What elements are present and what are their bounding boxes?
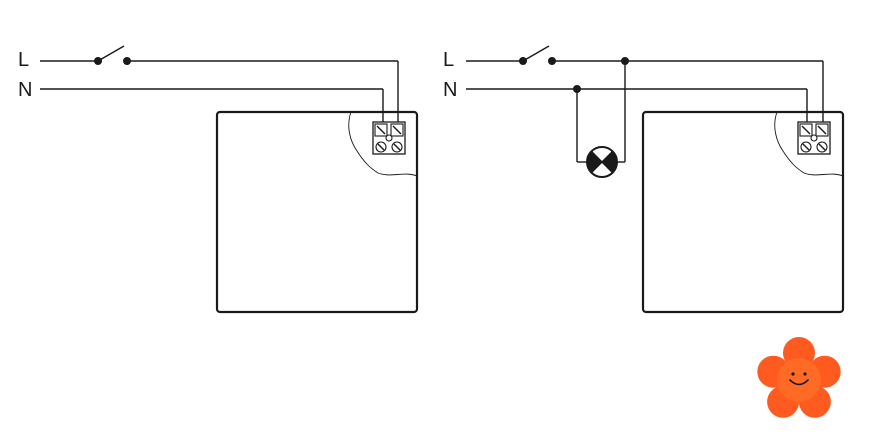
cutaway-line — [348, 111, 418, 177]
flower-mascot-icon — [757, 337, 841, 418]
terminal-block-icon — [797, 121, 831, 155]
cutaway-line — [774, 111, 844, 177]
neutral-wire — [466, 85, 808, 163]
terminal-block-icon — [372, 121, 406, 155]
wiring-diagram-1: L N — [18, 45, 419, 314]
switch-icon — [94, 45, 131, 65]
neutral-label: N — [443, 79, 457, 101]
line-label: L — [18, 49, 29, 71]
line-label: L — [443, 49, 454, 71]
device-box — [641, 110, 845, 314]
neutral-label: N — [18, 79, 32, 101]
lamp-icon — [586, 146, 618, 178]
neutral-wire — [40, 88, 384, 127]
line-wire — [40, 60, 399, 127]
wiring-diagram-2: L N — [443, 45, 845, 314]
line-wire — [466, 57, 824, 163]
device-box — [215, 110, 419, 314]
switch-icon — [519, 45, 556, 65]
